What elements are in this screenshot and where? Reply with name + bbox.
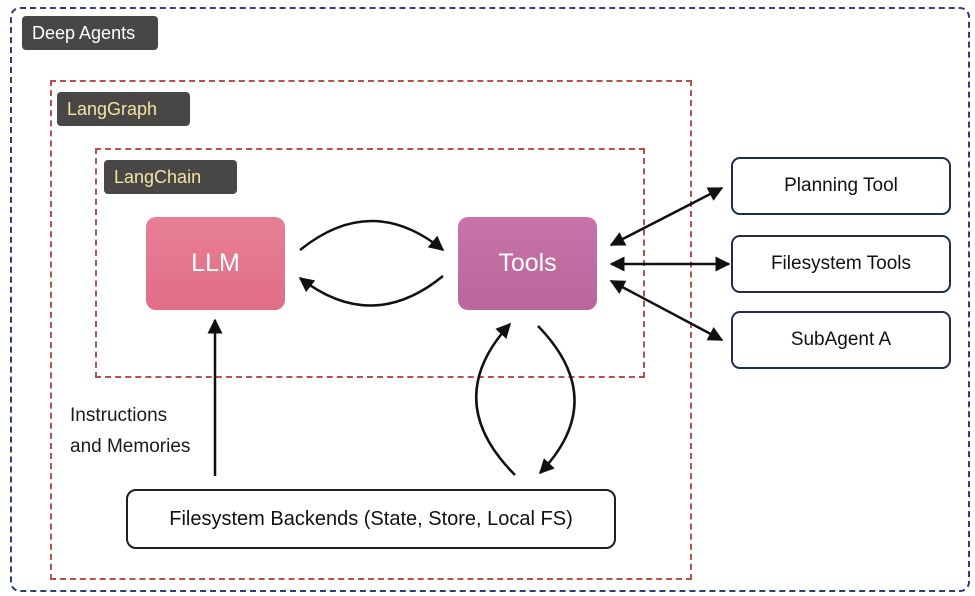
instructions-and-memories-label: Instructions and Memories	[70, 400, 205, 462]
planning-tool-box: Planning Tool	[731, 157, 951, 215]
instructions-line-1: Instructions	[70, 405, 168, 426]
tools-node: Tools	[458, 217, 597, 310]
instructions-line-2: and Memories	[70, 436, 191, 457]
llm-node: LLM	[146, 217, 285, 310]
tools-to-llm-arrow	[298, 275, 444, 307]
llm-to-tools-arrow	[299, 219, 445, 251]
langgraph-label: LangGraph	[57, 92, 190, 126]
filesystem-backends-box: Filesystem Backends (State, Store, Local…	[126, 489, 616, 549]
tools-planning-arrow	[609, 186, 724, 247]
llm-label: LLM	[191, 249, 240, 277]
filesystem-backends-label: Filesystem Backends (State, Store, Local…	[169, 507, 573, 530]
deep-agents-label: Deep Agents	[22, 16, 158, 50]
backends-to-tools-arrow	[475, 322, 516, 476]
deep-agents-frame	[10, 7, 970, 592]
planning-tool-label: Planning Tool	[784, 175, 898, 196]
subagent-a-label: SubAgent A	[790, 329, 892, 350]
filesystem-tools-box: Filesystem Tools	[731, 235, 951, 293]
subagent-a-box: SubAgent A	[731, 311, 951, 369]
tools-subagent-arrow	[609, 279, 724, 342]
langchain-label: LangChain	[104, 160, 237, 194]
tools-label: Tools	[498, 249, 557, 277]
tools-to-backends-arrow	[537, 325, 576, 475]
filesystem-tools-label: Filesystem Tools	[770, 253, 912, 274]
